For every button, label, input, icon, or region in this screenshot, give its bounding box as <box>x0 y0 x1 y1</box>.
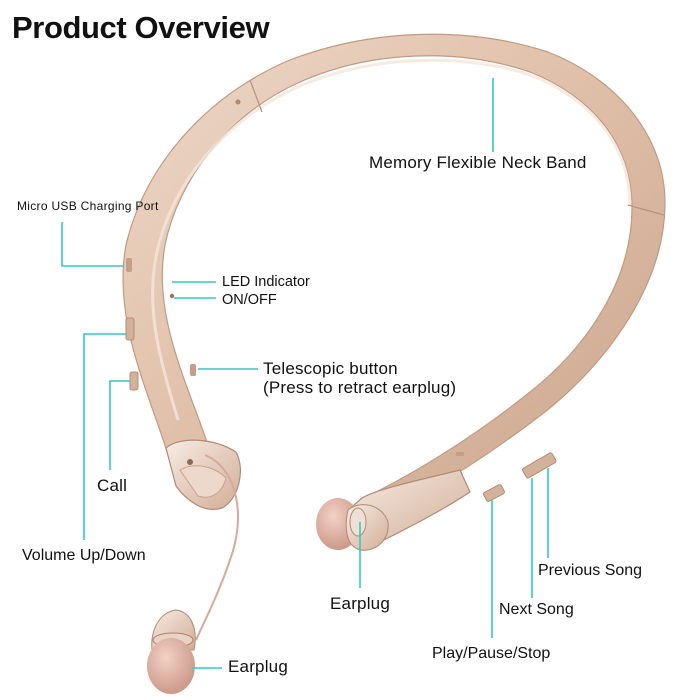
earplug-right-label: Earplug <box>330 594 390 613</box>
previous-song-label: Previous Song <box>538 562 643 579</box>
page-title: Product Overview <box>12 10 270 45</box>
play-pause-label: Play/Pause/Stop <box>432 645 551 662</box>
on-off-label: ON/OFF <box>222 292 277 308</box>
volume-label: Volume Up/Down <box>22 547 146 564</box>
left-earplug <box>147 609 196 694</box>
leader-lines <box>61 78 549 669</box>
telescopic-button-label: Telescopic button (Press to retract earp… <box>263 359 456 397</box>
call-label: Call <box>97 476 128 495</box>
usb-port-label: Micro USB Charging Port <box>17 199 159 213</box>
right-earplug <box>316 498 389 551</box>
telescopic-line-1: Telescopic button <box>263 359 398 378</box>
earplug-left-label: Earplug <box>228 657 288 676</box>
next-song-label: Next Song <box>499 601 574 618</box>
led-indicator-label: LED Indicator <box>222 274 310 290</box>
telescopic-line-2: (Press to retract earplug) <box>263 378 457 397</box>
neck-band-label: Memory Flexible Neck Band <box>369 153 587 172</box>
